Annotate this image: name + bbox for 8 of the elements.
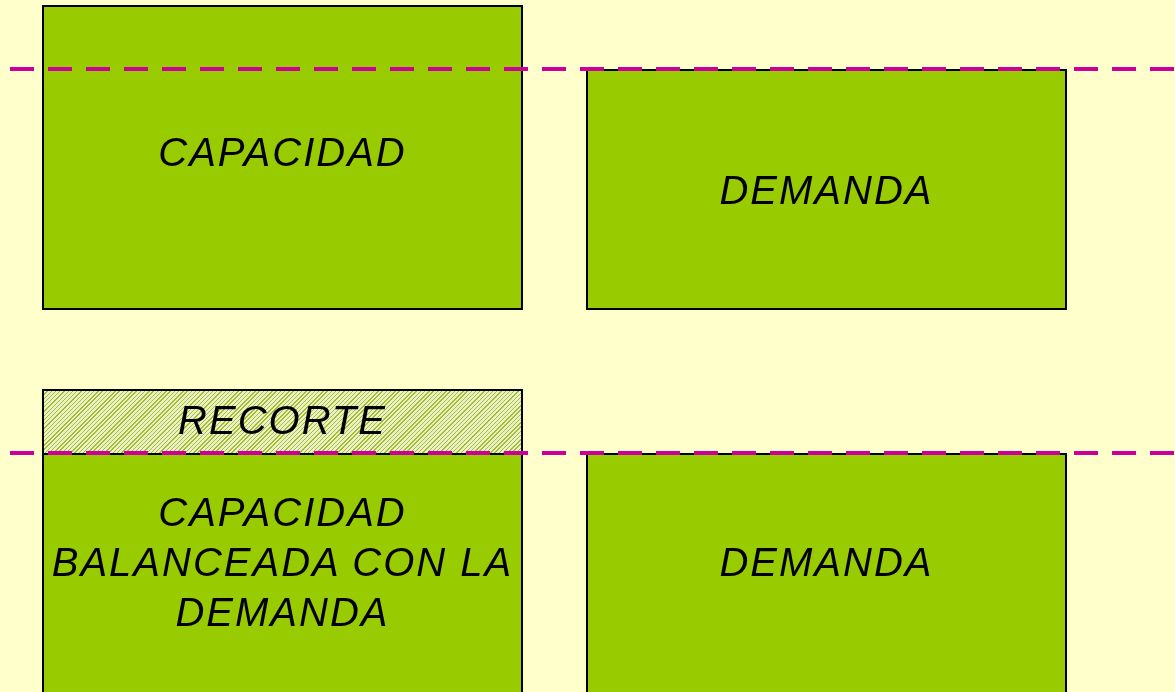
capacity-box (42, 5, 523, 310)
demand-box (586, 69, 1067, 310)
box-label: DEMANDA (719, 539, 934, 586)
demand-box (586, 453, 1067, 692)
balanced-capacity-box (42, 453, 523, 692)
box-label: CAPACIDAD (158, 128, 407, 176)
box-label: CAPACIDAD BALANCEADA CON LA DEMANDA (50, 489, 515, 636)
box-label: DEMANDA (719, 166, 934, 214)
